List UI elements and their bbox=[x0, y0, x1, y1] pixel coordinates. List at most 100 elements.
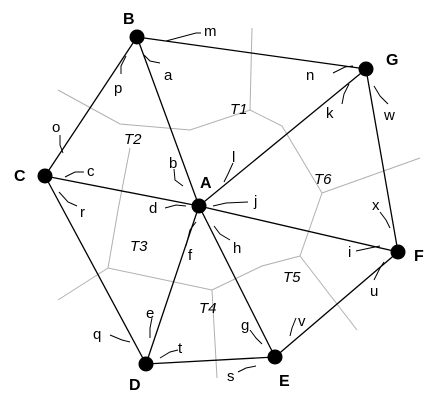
vertex-d bbox=[138, 356, 154, 372]
vertex-g bbox=[358, 61, 374, 77]
edge-c-a bbox=[44, 175, 200, 207]
leader-i bbox=[355, 245, 381, 252]
dual-edge-t2-t3 bbox=[107, 147, 131, 269]
leader-g bbox=[249, 329, 263, 345]
leader-t bbox=[159, 349, 179, 359]
edge-label-q: q bbox=[93, 326, 101, 343]
leader-p bbox=[120, 55, 127, 74]
leader-f bbox=[185, 221, 197, 247]
edge-g-f bbox=[365, 68, 399, 253]
dual-graph bbox=[57, 27, 421, 379]
leader-v bbox=[289, 317, 297, 337]
edge-label-e: e bbox=[146, 305, 154, 322]
triangulation-edges bbox=[44, 36, 399, 365]
leader-r bbox=[58, 191, 78, 207]
edge-label-x: x bbox=[372, 197, 380, 214]
leader-e bbox=[149, 317, 153, 338]
vertex-label-f: F bbox=[414, 248, 424, 265]
vertex-c bbox=[37, 168, 53, 184]
vertex-b bbox=[129, 29, 145, 45]
triangle-labels: T1 T2 T3 T4 T5 T6 bbox=[124, 101, 332, 317]
dual-edge-t1-t2 bbox=[189, 109, 251, 131]
edge-label-a: a bbox=[164, 67, 173, 84]
edge-label-f: f bbox=[188, 247, 193, 264]
dual-edge-t4-t5 bbox=[211, 255, 301, 291]
edge-label-b: b bbox=[169, 155, 177, 172]
edge-label-c: c bbox=[87, 163, 95, 180]
leader-s bbox=[237, 365, 257, 373]
edge-label-k: k bbox=[326, 105, 334, 122]
leader-c bbox=[64, 171, 84, 178]
leader-a bbox=[143, 54, 161, 64]
vertices bbox=[37, 29, 406, 372]
edge-label-s: s bbox=[227, 368, 235, 385]
dual-edge-t1-t6 bbox=[249, 109, 323, 194]
leader-j bbox=[212, 201, 249, 207]
leader-d bbox=[164, 204, 187, 209]
edge-label-d: d bbox=[149, 200, 157, 217]
triangle-label-t4: T4 bbox=[199, 300, 217, 317]
edge-a-f bbox=[198, 205, 399, 253]
dual-edge-t5-lower-right bbox=[299, 255, 358, 331]
dual-edge-t2-left bbox=[57, 89, 191, 131]
edge-label-h: h bbox=[233, 240, 241, 257]
leader-n bbox=[332, 65, 354, 74]
leader-u bbox=[373, 261, 385, 281]
edge-c-d bbox=[44, 175, 147, 365]
edge-label-u: u bbox=[370, 283, 378, 300]
vertex-label-g: G bbox=[386, 52, 398, 69]
leader-w bbox=[373, 85, 389, 105]
dual-edge-t6-t5 bbox=[299, 192, 323, 257]
edge-a-d bbox=[145, 205, 200, 365]
label-leaders bbox=[58, 32, 391, 373]
edge-label-o: o bbox=[52, 119, 60, 136]
triangle-label-t2: T2 bbox=[124, 131, 142, 148]
edge-label-i: i bbox=[348, 244, 351, 261]
edge-a-e bbox=[198, 205, 276, 358]
dual-edge-t3-lower-left bbox=[57, 267, 109, 301]
edge-a-g bbox=[198, 68, 367, 207]
edge-label-t: t bbox=[178, 340, 183, 357]
edge-b-a bbox=[136, 36, 200, 207]
edge-label-w: w bbox=[383, 107, 395, 124]
leader-m bbox=[165, 32, 201, 42]
edge-d-e bbox=[145, 356, 276, 365]
half-edge-labels: m a p n k w o c r b l d j f h x i u q e … bbox=[52, 23, 395, 385]
leader-o bbox=[59, 135, 64, 154]
edge-label-p: p bbox=[114, 80, 122, 97]
vertex-e bbox=[267, 349, 283, 365]
edge-label-m: m bbox=[204, 23, 217, 40]
edge-label-l: l bbox=[232, 149, 235, 166]
leader-k bbox=[341, 83, 350, 105]
edge-e-f bbox=[274, 251, 399, 358]
leader-b bbox=[173, 168, 184, 187]
leader-h bbox=[213, 225, 231, 241]
vertex-label-d: D bbox=[129, 377, 141, 394]
vertex-label-b: B bbox=[123, 11, 135, 28]
vertex-f bbox=[390, 244, 406, 260]
leader-x bbox=[379, 211, 391, 229]
dual-edge-t4-bottom bbox=[211, 289, 218, 379]
edge-label-n: n bbox=[306, 67, 314, 84]
vertex-a bbox=[191, 198, 207, 214]
triangle-label-t1: T1 bbox=[230, 101, 248, 118]
vertex-labels: B G C A F D E bbox=[14, 11, 424, 394]
triangle-label-t5: T5 bbox=[283, 269, 301, 286]
edge-label-j: j bbox=[253, 193, 257, 210]
vertex-label-e: E bbox=[279, 373, 290, 390]
edge-label-v: v bbox=[298, 313, 306, 330]
vertex-label-a: A bbox=[200, 175, 212, 192]
triangle-label-t3: T3 bbox=[130, 238, 148, 255]
edge-label-g: g bbox=[241, 317, 249, 334]
leader-q bbox=[109, 334, 131, 343]
dual-edge-top bbox=[249, 27, 253, 111]
edge-label-r: r bbox=[80, 204, 85, 221]
leader-l bbox=[223, 162, 234, 183]
edge-b-g bbox=[136, 36, 367, 70]
dual-edge-t3-t4 bbox=[107, 267, 213, 291]
vertex-label-c: C bbox=[14, 168, 26, 185]
triangle-label-t6: T6 bbox=[314, 171, 332, 188]
edge-b-c bbox=[44, 36, 138, 177]
dual-edge-t6-right bbox=[321, 157, 421, 194]
